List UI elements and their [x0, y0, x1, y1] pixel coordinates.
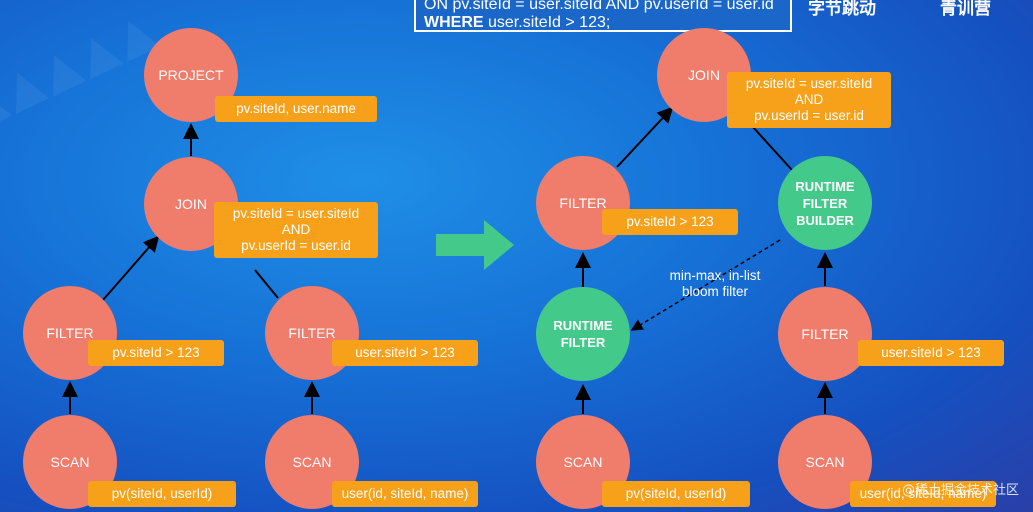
- node-title: JOIN: [175, 196, 207, 212]
- right-scan-left-label: pv(siteId, userId): [602, 481, 750, 507]
- join-cond-2: pv.userId = user.id: [754, 108, 864, 123]
- edge-filter-top-join: [616, 106, 674, 168]
- node-title: SCAN: [563, 454, 603, 470]
- node-title: FILTER: [46, 325, 94, 341]
- sql-query-box: ON pv.siteId = user.siteId AND pv.userId…: [414, 0, 792, 32]
- node-title: FILTER: [288, 325, 336, 341]
- join-cond-1: pv.siteId = user.siteId: [232, 206, 360, 221]
- left-filter-right-label: user.siteId > 123: [332, 340, 478, 366]
- right-filter-top-label: pv.siteId > 123: [602, 209, 738, 235]
- node-title: JOIN: [688, 67, 720, 83]
- right-filter-top-node: FILTER: [536, 156, 630, 250]
- rf-line-1: RUNTIME: [553, 318, 613, 333]
- edge-filter-left-join: [102, 235, 160, 301]
- node-title: SCAN: [50, 454, 90, 470]
- left-join-label: pv.siteId = user.siteId AND pv.userId = …: [214, 202, 378, 258]
- builder-line-1: RUNTIME: [795, 178, 855, 194]
- node-title: SCAN: [805, 454, 845, 470]
- builder-line-2: FILTER: [802, 195, 848, 211]
- bytedance-logo: 字节跳动: [808, 0, 876, 18]
- edge-builder-rf-dashed: [630, 239, 781, 331]
- note-line-2: bloom filter: [681, 284, 749, 299]
- node-title: PROJECT: [158, 67, 224, 83]
- rf-line-2: FILTER: [560, 335, 606, 350]
- sql-line-1: ON pv.siteId = user.siteId AND pv.userId…: [424, 0, 774, 13]
- node-title: SCAN: [292, 454, 332, 470]
- right-filter-right-label: user.siteId > 123: [858, 340, 1004, 366]
- edge-filter-right-join: [254, 269, 279, 299]
- join-cond-and: AND: [794, 92, 824, 107]
- right-filter-right-node: FILTER: [778, 287, 872, 381]
- node-title: FILTER: [801, 326, 849, 342]
- sql-line-2: WHERE user.siteId > 123;: [424, 14, 782, 32]
- left-scan-left-label: pv(siteId, userId): [88, 481, 236, 507]
- runtime-filter-node: RUNTIME FILTER: [536, 287, 630, 381]
- node-title: FILTER: [559, 195, 607, 211]
- transform-arrow-icon: [436, 220, 514, 270]
- join-cond-1: pv.siteId = user.siteId: [745, 76, 873, 91]
- join-cond-and: AND: [281, 222, 311, 237]
- join-cond-2: pv.userId = user.id: [241, 238, 351, 253]
- footer-watermark: @稀土掘金技术社区: [901, 483, 1019, 498]
- camp-logo: 青训营: [940, 0, 991, 18]
- runtime-filter-note: min-max, in-list bloom filter: [640, 268, 790, 300]
- right-scan-right-label: user(id, siteId, name): [850, 481, 996, 507]
- sql-where-keyword: WHERE: [424, 14, 484, 31]
- builder-line-3: BUILDER: [796, 212, 854, 228]
- right-join-label: pv.siteId = user.siteId AND pv.userId = …: [727, 72, 891, 128]
- left-filter-left-label: pv.siteId > 123: [88, 340, 224, 366]
- left-project-label: pv.siteId, user.name: [215, 96, 377, 122]
- note-line-1: min-max, in-list: [669, 268, 761, 283]
- runtime-filter-builder-node: RUNTIME FILTER BUILDER: [778, 156, 872, 250]
- edge-builder-join: [751, 125, 793, 171]
- sql-where-clause: user.siteId > 123;: [483, 14, 611, 31]
- left-scan-right-label: user(id, siteId, name): [332, 481, 478, 507]
